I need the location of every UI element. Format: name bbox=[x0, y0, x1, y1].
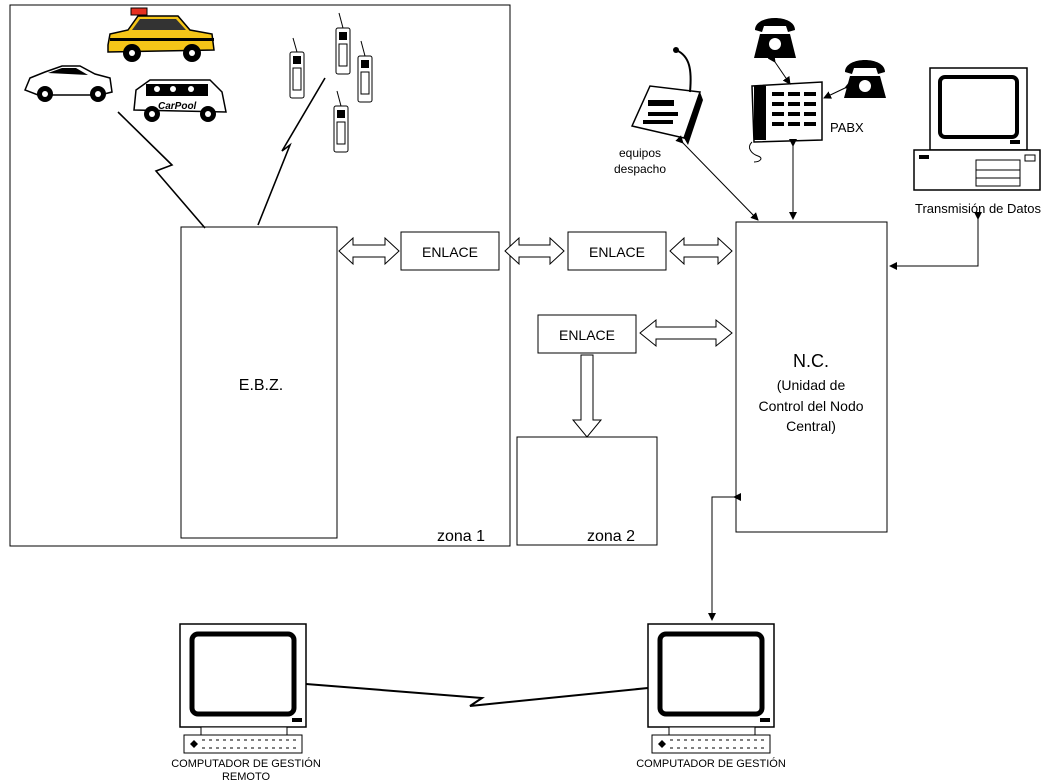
zone-2-label: zona 2 bbox=[587, 528, 635, 545]
remote-computer-label-line2: REMOTO bbox=[222, 771, 271, 783]
telephone-icon-right bbox=[844, 60, 886, 98]
link-nc-local-computer bbox=[712, 497, 734, 620]
data-transmission-computer-icon: Transmisión de Datos bbox=[914, 68, 1041, 216]
data-transmission-label: Transmisión de Datos bbox=[915, 201, 1041, 216]
handheld-radio-icon-4 bbox=[334, 91, 348, 152]
nc-line2: Control del Nodo bbox=[758, 398, 863, 414]
car-icon bbox=[25, 66, 112, 102]
link-dispatch-nc bbox=[683, 143, 758, 220]
radio-link-handhelds bbox=[258, 78, 325, 225]
nc-title: N.C. bbox=[793, 351, 829, 371]
double-arrow-enlace1-enlace2 bbox=[505, 238, 564, 264]
dispatch-label-line1: equipos bbox=[619, 146, 661, 160]
nc-central-node: N.C. (Unidad de Control del Nodo Central… bbox=[736, 222, 887, 532]
remote-computer-label-line1: COMPUTADOR DE GESTIÓN bbox=[171, 757, 321, 770]
double-arrow-ebz-enlace1 bbox=[339, 238, 399, 264]
dispatch-label-line2: despacho bbox=[614, 162, 666, 176]
local-computer-icon: COMPUTADOR DE GESTIÓN bbox=[636, 624, 786, 770]
nc-line3: Central) bbox=[786, 418, 836, 434]
link-phone2-pabx bbox=[824, 88, 845, 98]
down-arrow-enlace3-zone2 bbox=[573, 355, 601, 437]
pabx-label: PABX bbox=[830, 120, 864, 135]
enlace-2-label: ENLACE bbox=[589, 244, 645, 260]
zone-1-label: zona 1 bbox=[437, 528, 485, 545]
carpool-van-icon: CarPool bbox=[134, 80, 226, 122]
enlace-box-1: ENLACE bbox=[401, 232, 499, 270]
nc-line1: (Unidad de bbox=[777, 377, 846, 393]
enlace-3-label: ENLACE bbox=[559, 327, 615, 343]
link-datatx-nc bbox=[890, 219, 978, 266]
enlace-1-label: ENLACE bbox=[422, 244, 478, 260]
link-phone-pabx bbox=[775, 62, 790, 84]
taxi-icon bbox=[108, 8, 214, 62]
handheld-radio-icon-3 bbox=[358, 41, 372, 102]
remote-link-zigzag bbox=[306, 684, 648, 706]
radio-link-vehicles bbox=[118, 112, 205, 228]
zone-2: zona 2 bbox=[517, 437, 657, 545]
dispatch-console-icon: equipos despacho bbox=[614, 47, 703, 176]
ebz-station: E.B.Z. bbox=[181, 227, 337, 538]
ebz-label: E.B.Z. bbox=[239, 377, 283, 394]
enlace-box-2: ENLACE bbox=[568, 232, 666, 270]
local-computer-label: COMPUTADOR DE GESTIÓN bbox=[636, 757, 786, 770]
enlace-box-3: ENLACE bbox=[538, 315, 636, 353]
telephone-icon-top bbox=[754, 18, 796, 58]
double-arrow-enlace3-nc bbox=[640, 320, 732, 346]
carpool-label: CarPool bbox=[158, 101, 197, 112]
handheld-radio-icon-1 bbox=[290, 38, 304, 98]
remote-computer-icon: COMPUTADOR DE GESTIÓN REMOTO bbox=[171, 624, 321, 783]
double-arrow-enlace2-nc bbox=[670, 238, 732, 264]
handheld-radio-icon-2 bbox=[336, 13, 350, 74]
